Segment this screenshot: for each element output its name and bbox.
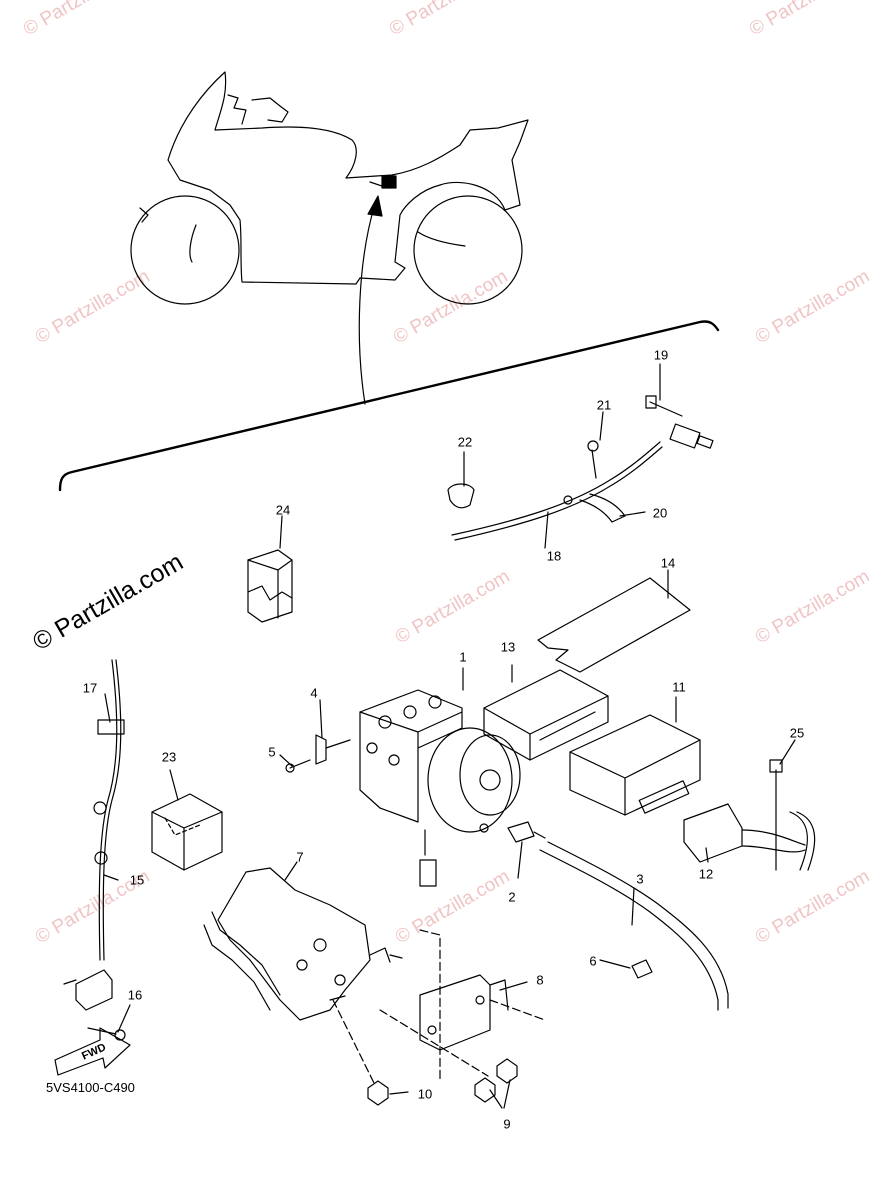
callout-7: 7	[296, 849, 304, 865]
callout-9: 9	[503, 1116, 511, 1132]
cover-plate-14	[537, 577, 691, 673]
diagram-code: 5VS4100-C490	[46, 1080, 135, 1095]
relay-24	[247, 549, 293, 623]
callout-1: 1	[459, 649, 467, 665]
callout-13: 13	[500, 639, 516, 655]
callout-4: 4	[310, 685, 318, 701]
callout-11: 11	[672, 679, 686, 695]
connector-12	[683, 803, 743, 863]
bracket-8	[419, 974, 491, 1051]
bracket-7	[203, 867, 403, 1021]
callout-3: 3	[636, 871, 644, 887]
callout-25: 25	[789, 725, 805, 741]
callout-14: 14	[660, 555, 676, 571]
callout-16: 16	[127, 987, 143, 1003]
callout-20: 20	[652, 505, 668, 521]
callout-21: 21	[596, 397, 612, 413]
callout-15: 15	[129, 872, 145, 888]
callout-19: 19	[653, 347, 669, 363]
callout-18: 18	[546, 548, 562, 564]
callout-24: 24	[275, 502, 291, 518]
part-13	[483, 669, 609, 761]
relay-23	[151, 793, 223, 871]
wheel-sensor-rear	[447, 395, 714, 541]
callout-5: 5	[268, 744, 276, 760]
callout-6: 6	[589, 953, 597, 969]
motorcycle-silhouette	[130, 71, 529, 305]
callout-2: 2	[508, 889, 516, 905]
callout-8: 8	[536, 972, 544, 988]
callout-22: 22	[457, 434, 473, 450]
abs-unit-1	[359, 689, 521, 833]
callout-10: 10	[417, 1086, 433, 1102]
callout-17: 17	[82, 680, 98, 696]
callout-12: 12	[698, 866, 714, 882]
ecu-11	[569, 714, 701, 816]
callout-23: 23	[161, 749, 177, 765]
